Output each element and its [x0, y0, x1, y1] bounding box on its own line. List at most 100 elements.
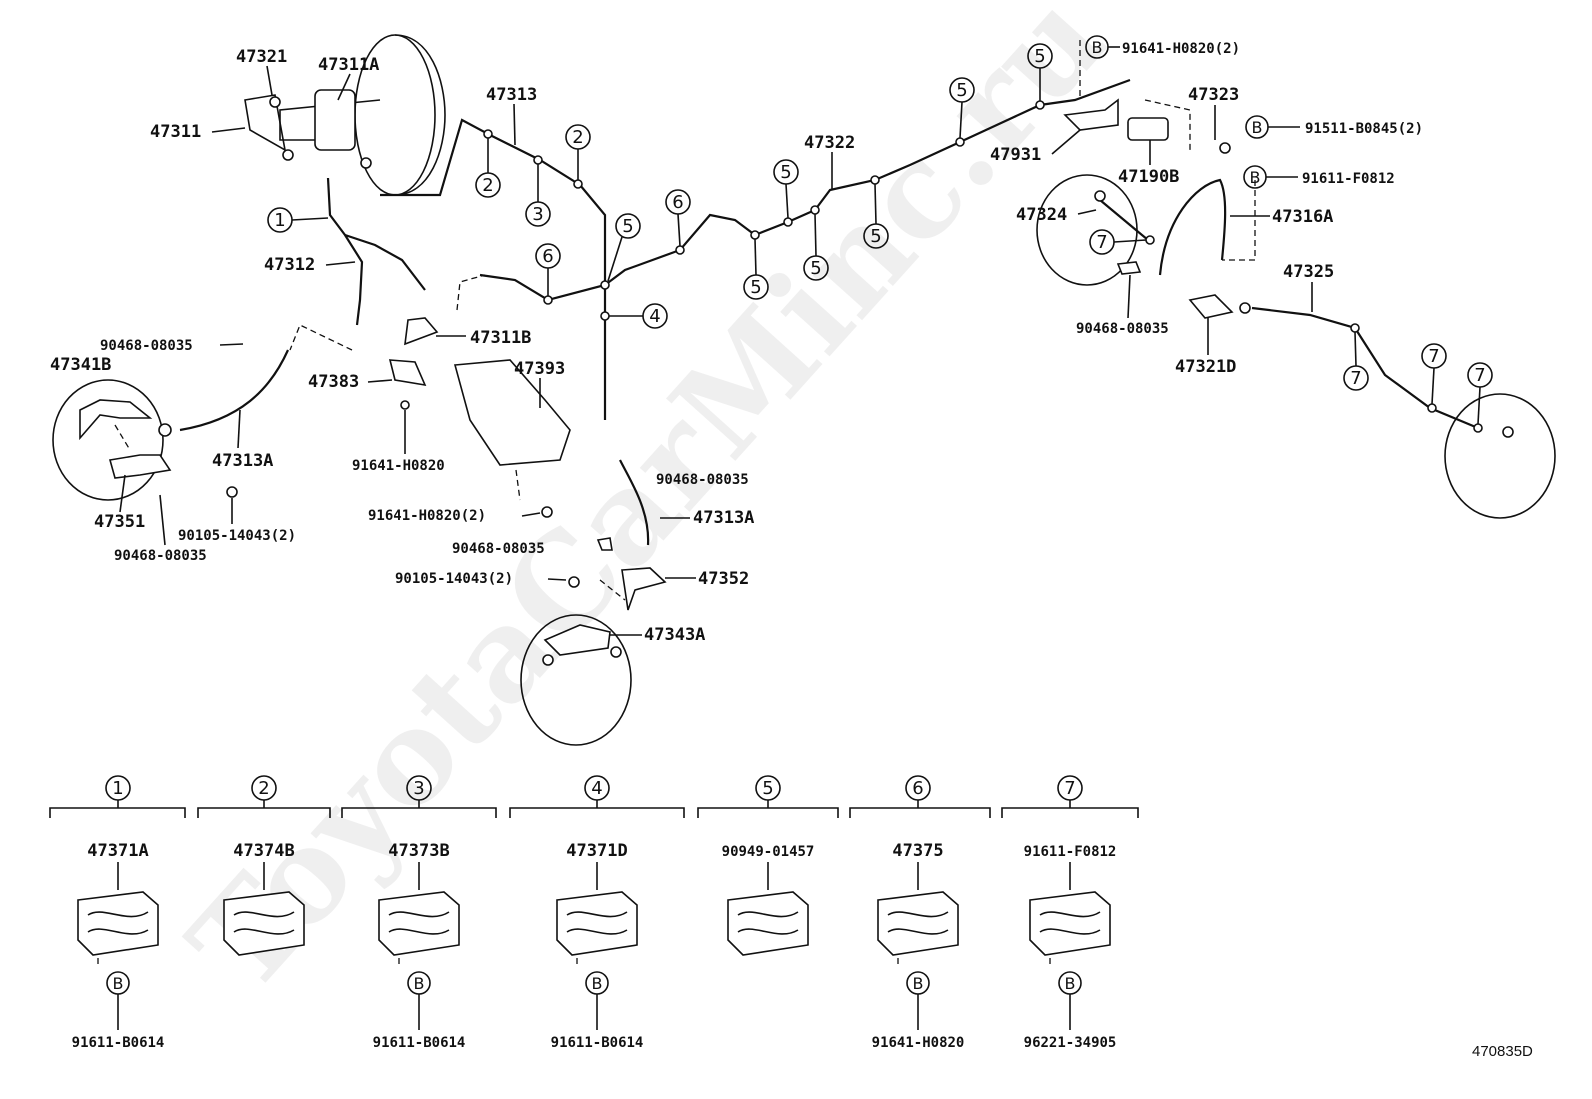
label-47383: 47383	[308, 372, 359, 392]
brackets	[79, 98, 1514, 666]
callout-5d: 5	[803, 213, 829, 281]
legend-bolt-label: 91611-B0614	[551, 1035, 644, 1051]
label-90468-08035-d: 90468-08035	[452, 541, 545, 557]
label-90468-08035-a: 90468-08035	[100, 338, 193, 354]
label-91511-B0845: 91511-B0845(2)	[1305, 121, 1423, 137]
label-47931: 47931	[990, 145, 1041, 165]
callout-6b: 6	[665, 189, 691, 247]
label-47351: 47351	[94, 512, 145, 532]
svg-text:B: B	[1252, 118, 1263, 137]
legend-bolt-label: 96221-34905	[1024, 1035, 1117, 1051]
legend-part-label: 90949-01457	[722, 844, 815, 860]
label-47313: 47313	[486, 85, 537, 105]
clamp-icon	[223, 891, 305, 956]
label-47311: 47311	[150, 122, 201, 142]
legend-number: 7	[1064, 778, 1075, 799]
label-47321: 47321	[236, 47, 287, 67]
svg-text:1: 1	[274, 210, 285, 231]
label-90468-08035-c: 90468-08035	[656, 472, 749, 488]
legend-bolt-label: 91641-H0820	[872, 1035, 965, 1051]
svg-text:7: 7	[1350, 368, 1361, 389]
callouts: 1 2 2 3 4 6 5 6 5 5 5 5 5 5 7 7 7 7 B B …	[267, 35, 1493, 425]
label-47316A: 47316A	[1272, 207, 1333, 227]
clamp-icon	[877, 891, 959, 956]
label-47325: 47325	[1283, 262, 1334, 282]
svg-text:5: 5	[810, 258, 821, 279]
legend-bolt-label: 91611-B0614	[72, 1035, 165, 1051]
label-90468-08035-b: 90468-08035	[114, 548, 207, 564]
legend-part-label: 47373B	[388, 841, 449, 861]
callout-2b: 2	[565, 124, 591, 180]
brake-lines	[179, 78, 1479, 546]
svg-text:5: 5	[780, 162, 791, 183]
b-mark-3: B	[1243, 165, 1298, 189]
callout-7d: 7	[1467, 362, 1493, 425]
clamp-icon	[727, 891, 809, 956]
callout-3: 3	[525, 164, 551, 227]
label-47313A-left: 47313A	[212, 451, 273, 471]
callout-5a: 5	[607, 213, 641, 282]
label-47311B: 47311B	[470, 328, 531, 348]
clamp-icon	[1029, 891, 1111, 956]
dashed-guides	[114, 40, 1256, 601]
b-mark: B	[1065, 974, 1076, 993]
clamp-icon	[556, 891, 638, 956]
svg-text:2: 2	[572, 127, 583, 148]
svg-text:7: 7	[1474, 365, 1485, 386]
label-90105-14043-center: 90105-14043(2)	[395, 571, 513, 587]
svg-text:7: 7	[1096, 232, 1107, 253]
brake-booster	[244, 34, 446, 196]
b-mark: B	[913, 974, 924, 993]
callout-1: 1	[267, 207, 329, 233]
diagram-code: 470835D	[1472, 1043, 1533, 1060]
b-mark: B	[113, 974, 124, 993]
b-mark: B	[414, 974, 425, 993]
watermark: ToyotaCarMinc.ru	[162, 0, 1134, 1021]
callout-2a: 2	[475, 138, 501, 198]
label-47313A-center: 47313A	[693, 508, 754, 528]
callout-5e: 5	[863, 183, 889, 249]
legend-number: 6	[912, 778, 923, 799]
svg-text:5: 5	[1034, 46, 1045, 67]
svg-text:B: B	[1092, 38, 1103, 57]
label-91641-H0820-a: 91641-H0820	[352, 458, 445, 474]
legend-number: 1	[112, 778, 123, 799]
label-47322: 47322	[804, 133, 855, 153]
legend-number: 5	[762, 778, 773, 799]
label-90105-14043-left: 90105-14043(2)	[178, 528, 296, 544]
callout-5f: 5	[949, 77, 975, 139]
svg-text:5: 5	[622, 216, 633, 237]
callout-5b: 5	[743, 238, 769, 300]
label-91641-H0820-c: 91641-H0820(2)	[1122, 41, 1240, 57]
label-91611-F0812: 91611-F0812	[1302, 171, 1395, 187]
callout-7a: 7	[1089, 229, 1147, 255]
label-47321D: 47321D	[1175, 357, 1236, 377]
label-47311A: 47311A	[318, 55, 379, 75]
clamp-icon	[378, 891, 460, 956]
svg-text:B: B	[1250, 168, 1261, 187]
label-47393: 47393	[514, 359, 565, 379]
svg-text:2: 2	[482, 175, 493, 196]
label-47312: 47312	[264, 255, 315, 275]
legend-number: 2	[258, 778, 269, 799]
legend-item-1: 1 47371A B 91611-B0614	[49, 775, 186, 1051]
callout-6a: 6	[535, 243, 561, 296]
label-47352: 47352	[698, 569, 749, 589]
svg-text:5: 5	[956, 80, 967, 101]
b-mark-1: B	[1085, 35, 1120, 59]
label-47323: 47323	[1188, 85, 1239, 105]
wheel-outlines	[52, 174, 1556, 746]
legend-number: 4	[591, 778, 602, 799]
label-47324: 47324	[1016, 205, 1067, 225]
svg-text:6: 6	[672, 192, 683, 213]
callout-4: 4	[609, 303, 668, 329]
legend-part-label: 47371D	[566, 841, 627, 861]
clamp-icon	[77, 891, 159, 956]
legend-part-label: 47371A	[87, 841, 148, 861]
svg-text:6: 6	[542, 246, 553, 267]
label-47190B: 47190B	[1118, 167, 1179, 187]
